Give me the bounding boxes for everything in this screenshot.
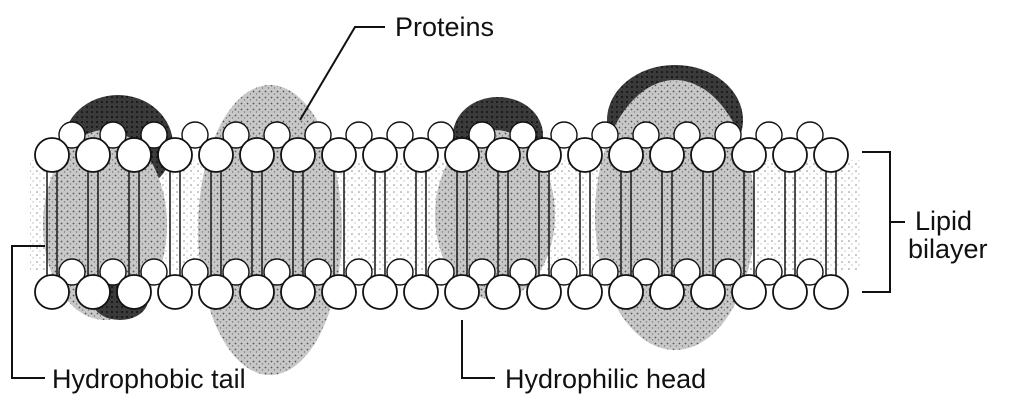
hydrophobic-tail-label: Hydrophobic tail bbox=[52, 364, 246, 394]
protein-4 bbox=[595, 80, 755, 350]
hydrophilic-head bbox=[35, 275, 69, 309]
hydrophilic-head bbox=[814, 275, 848, 309]
hydrophilic-head bbox=[199, 275, 233, 309]
hydrophilic-head bbox=[650, 138, 684, 172]
hydrophilic-head bbox=[650, 275, 684, 309]
hydrophilic-head bbox=[281, 275, 315, 309]
proteins-callout-line bbox=[300, 27, 385, 120]
proteins-label: Proteins bbox=[395, 12, 494, 42]
hydrophilic-head bbox=[281, 138, 315, 172]
hydrophilic-head bbox=[609, 275, 643, 309]
hydrophilic-head bbox=[568, 138, 602, 172]
hydrophilic-head bbox=[814, 138, 848, 172]
hydrophilic-head bbox=[773, 138, 807, 172]
lipid-bilayer-label-line2: bilayer bbox=[908, 234, 988, 264]
hydrophilic-head bbox=[568, 275, 602, 309]
hydrophilic-head-callout-line bbox=[462, 320, 495, 378]
hydrophilic-head bbox=[527, 275, 561, 309]
hydrophilic-head bbox=[199, 138, 233, 172]
hydrophilic-head bbox=[445, 275, 479, 309]
hydrophilic-head bbox=[773, 275, 807, 309]
hydrophilic-head bbox=[527, 138, 561, 172]
hydrophilic-head bbox=[35, 138, 69, 172]
hydrophilic-head bbox=[609, 138, 643, 172]
lipid-bilayer-bracket bbox=[862, 152, 890, 292]
hydrophilic-head bbox=[691, 138, 725, 172]
hydrophilic-head bbox=[117, 275, 151, 309]
hydrophilic-head bbox=[363, 275, 397, 309]
hydrophilic-head bbox=[240, 275, 274, 309]
hydrophilic-head bbox=[76, 138, 110, 172]
hydrophilic-head bbox=[240, 138, 274, 172]
hydrophilic-head bbox=[445, 138, 479, 172]
hydrophilic-head bbox=[486, 275, 520, 309]
hydrophilic-head bbox=[322, 138, 356, 172]
hydrophilic-head bbox=[158, 138, 192, 172]
hydrophilic-head-label: Hydrophilic head bbox=[505, 364, 706, 394]
hydrophilic-head bbox=[322, 275, 356, 309]
hydrophilic-head bbox=[117, 138, 151, 172]
hydrophilic-head bbox=[732, 275, 766, 309]
hydrophilic-head bbox=[76, 275, 110, 309]
hydrophilic-head bbox=[486, 138, 520, 172]
hydrophilic-head bbox=[404, 138, 438, 172]
hydrophilic-head bbox=[404, 275, 438, 309]
hydrophilic-head bbox=[158, 275, 192, 309]
lipid-bilayer-label-line1: Lipid bbox=[915, 206, 972, 236]
hydrophilic-head bbox=[363, 138, 397, 172]
hydrophilic-head bbox=[691, 275, 725, 309]
hydrophilic-head bbox=[732, 138, 766, 172]
